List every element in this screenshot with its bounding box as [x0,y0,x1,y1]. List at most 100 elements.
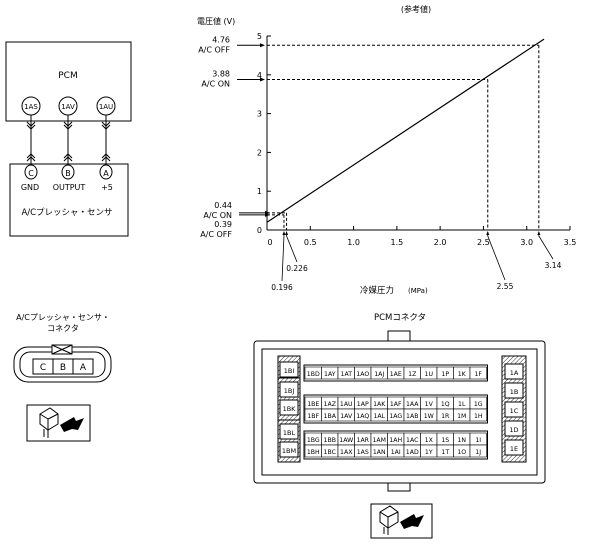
pcm-cell-label: 1AY [324,371,336,378]
pcm-box-label: PCM [58,71,77,81]
pcm-cell-label: 1H [474,413,483,420]
pcm-cell [469,444,487,458]
pcm-cell-label: 1AM [372,437,386,444]
pcm-cell [469,366,487,380]
pcm-cell-label: 1AA [406,401,419,408]
x-tick-label: 2.5 [477,238,490,247]
pcm-side-cell [279,423,299,440]
pcm-cell-label: 1AU [340,401,353,408]
pcm-connector-title: PCMコネクタ [374,313,426,323]
annotation-value: 0.44 [214,201,232,210]
pcm-cell-label: 1G [474,401,483,408]
pcm-cell-label: 1AI [391,449,401,456]
pcm-cell-label: 1BM [282,447,296,455]
x-value-label: 0.196 [271,283,293,292]
chart-title: (参考値) [401,4,431,14]
pcm-side-cell [279,361,299,378]
pcm-cell-label: 1Q [441,401,450,408]
pcm-cell-label: 1W [424,413,434,420]
pcm-cell-label: 1BH [307,449,320,456]
sensor-pin-letter: A [103,169,109,178]
pcm-cell-label: 1AX [340,449,353,456]
pcm-cell-label: 1BL [283,429,296,437]
pcm-cell-label: 1Y [425,449,433,456]
x-value-label: 3.14 [545,261,562,270]
pcm-cell-label: 1BK [283,405,297,413]
pcm-cell-label: 1AN [373,449,386,456]
pcm-cell-label: 1BF [307,413,319,420]
x-tick-label: 2.0 [434,238,447,247]
y-tick-label: 3 [257,110,262,119]
pcm-cell-label: 1AS [357,449,369,456]
pcm-cell-label: 1F [475,371,483,378]
pcm-side-cell [504,363,524,380]
pcm-side-cell [279,399,299,416]
harness-wires [26,115,111,166]
pcm-cell-label: 1M [457,413,466,420]
pcm-cell-label: 1U [425,371,433,378]
y-axis-label: 電圧値 (V) [197,16,235,26]
pcm-cell-label: 1AP [357,401,369,408]
sensor-pin-letter: C [28,169,34,178]
x-tick-label: 3.5 [564,238,577,247]
pcm-cell-label: 1L [458,401,466,408]
sensor-box-label: A/Cプレッシャ・センサ [21,208,112,218]
annotation-state: A/C OFF [200,230,232,239]
x-value-leader [487,232,506,281]
sensor-connector-latch [51,344,73,355]
pcm-side-cell [504,439,524,456]
x-value-arrowhead [537,231,541,235]
x-value-arrowhead [282,231,286,235]
x-tick-label: 1.0 [347,238,360,247]
x-origin-label: 0 [267,238,272,247]
sensor-pin-output-label: OUTPUT [53,183,86,192]
x-value-arrowhead [285,231,289,235]
pcm-cell-label: 1AE [390,371,402,378]
x-axis-unit: (MPa) [408,287,428,295]
annotation-state: A/C OFF [198,45,230,54]
annotation-value: 3.88 [212,69,230,78]
connector-cavity-c: C [40,363,46,373]
sensor-connector-title: A/Cプレッシャ・センサ・ [16,313,110,322]
pcm-pin-label: 1AV [61,103,75,111]
pcm-cell-label: 1AJ [374,371,384,378]
chart-x-axis-title: 冷媒圧力 (MPa) [360,285,428,296]
connector-view-icon [26,404,91,442]
chart-lines [266,38,545,223]
pcm-cell-label: 1AB [406,413,418,420]
pcm-cell-label: 1P [441,371,449,378]
y-tick-label: 2 [257,148,262,157]
sensor-connector-title-2: コネクタ [47,324,79,333]
pcm-cell-label: 1AZ [324,401,336,408]
pcm-cell-label: 1BD [307,371,320,378]
x-value-label: 0.226 [286,264,308,273]
pcm-cell-label: 1N [457,437,466,444]
sensor-pin-gnd-label: GND [21,183,39,192]
pcm-side-cell [504,420,524,437]
sensor-pin-plus5-label: +5 [101,183,113,192]
pcm-cell-label: 1AC [406,437,418,444]
pcm-cell-label: 1AL [373,413,385,420]
x-tick-label: 0.5 [304,238,317,247]
annotation-arrowhead [260,43,265,48]
pcm-row-group [303,364,488,382]
connector-cavity-a: A [80,363,87,373]
x-tick-label: 1.5 [390,238,403,247]
annotation-arrowhead [260,77,265,82]
pcm-cell-label: 1AO [356,371,369,378]
pcm-cell-label: 1AD [406,449,419,456]
sensor-pin-b: B [61,164,75,180]
pcm-cell-label: 1K [458,371,467,378]
pcm-row-group [303,394,488,424]
x-value-leader [281,232,285,282]
y-tick-label: 4 [257,71,262,80]
pcm-cell-label: 1AQ [356,413,369,420]
pcm-cell-label: 1AW [339,437,353,444]
pcm-cell-label: 1J [475,449,481,456]
pcm-cell-label: 1AK [373,401,386,408]
pcm-cell-label: 1E [510,445,518,453]
pcm-cell-label: 1AF [390,401,402,408]
